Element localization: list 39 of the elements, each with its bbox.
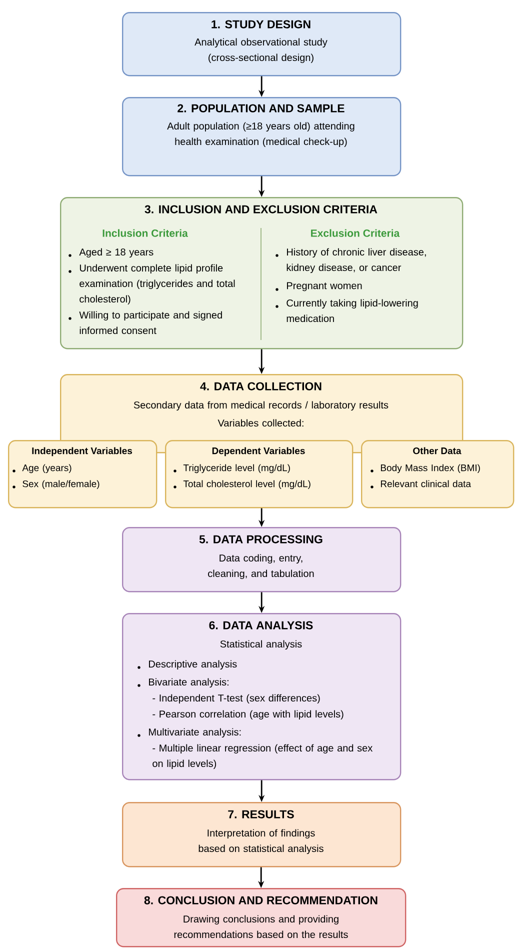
box-text: Data coding, entry, cleaning, and tabulation <box>208 554 314 580</box>
box-title: 5. DATA PROCESSING <box>199 535 322 544</box>
bullet-item: Relevant clinical data <box>370 480 471 488</box>
bullet-item: Pregnant women <box>276 282 362 292</box>
bullet-item: Underwent complete lipid profile examination (triglycerides and total cholesterol) <box>68 264 235 305</box>
box-text: Variables collected: <box>218 419 304 427</box>
bullet-item: History of chronic liver disease, kidney disease, or cancer <box>276 248 426 274</box>
box-title: 6. DATA ANALYSIS <box>209 621 313 630</box>
box-text: Interpretation of findings based on statistical analysis <box>198 829 324 854</box>
bullet-item: Descriptive analysis <box>138 660 237 670</box>
list-item: - Pearson correlation (age with lipid levels) <box>152 710 344 720</box>
box-heading: Dependent Variables <box>212 447 305 456</box>
box-title: 2. POPULATION AND SAMPLE <box>178 104 344 112</box>
box-title: 8. CONCLUSION AND RECOMMENDATION <box>144 896 378 904</box>
bullet-item: Age (years) <box>12 464 72 474</box>
box-text: Analytical observational study (cross-sectional design) <box>194 38 328 64</box>
box-title: 7. RESULTS <box>228 810 294 818</box>
box-text: Statistical analysis <box>220 640 302 650</box>
column-heading: Exclusion Criteria <box>311 229 400 237</box>
bullet-item: Body Mass Index (BMI) <box>370 464 480 474</box>
box-heading: Other Data <box>413 447 462 454</box>
bullet-item: Total cholesterol level (mg/dL) <box>174 480 310 490</box>
box-text: Secondary data from medical records / laboratory results <box>134 401 388 411</box>
column-heading: Inclusion Criteria <box>102 229 188 237</box>
box-text: Adult population (≥18 years old) attending health examination (medical check-up) <box>167 122 354 148</box>
box-title: 3. INCLUSION AND EXCLUSION CRITERIA <box>144 205 378 214</box>
bullet-item: Aged ≥ 18 years <box>68 248 154 258</box>
list-item: - Independent T-test (sex differences) <box>152 694 320 704</box>
bullet-item: Currently taking lipid-lowering medication <box>276 299 418 322</box>
box-title: 1. STUDY DESIGN <box>212 20 310 28</box>
bullet-item: Bivariate analysis: <box>138 678 228 688</box>
list-item: - Multiple linear regression (effect of age and sex on lipid levels) <box>152 744 373 770</box>
bullet-item: Willing to participate and signed informed consent <box>68 311 222 334</box>
bullet-item: Sex (male/female) <box>12 480 100 490</box>
box-heading: Independent Variables <box>32 447 132 456</box>
box-text: Drawing conclusions and providing recommendations based on the results <box>174 915 348 938</box>
bullet-item: Triglyceride level (mg/dL) <box>174 464 290 474</box>
bullet-item: Multivariate analysis: <box>138 728 241 738</box>
box-title: 4. DATA COLLECTION <box>200 382 322 390</box>
